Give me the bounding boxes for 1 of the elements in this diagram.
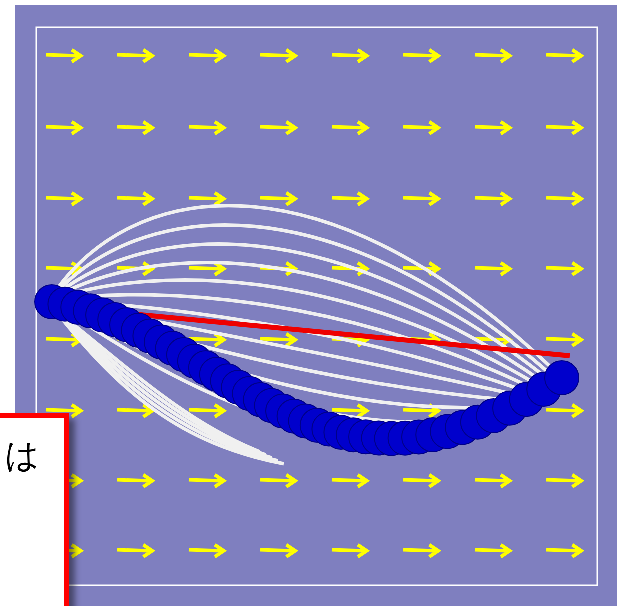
callout-text: は xyxy=(5,436,40,476)
